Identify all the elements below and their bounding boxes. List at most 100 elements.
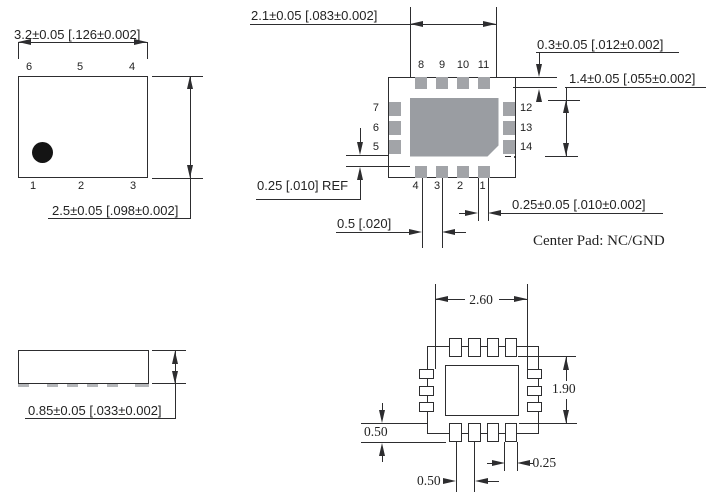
- land-pad-left: [419, 401, 434, 412]
- side-pad: [46, 383, 58, 387]
- land-pad-bottom: [468, 423, 481, 442]
- pin-label: 2: [77, 180, 85, 192]
- extension-line: [548, 99, 580, 101]
- pin-label: 1: [479, 180, 486, 192]
- dim-land-height: 1.90: [552, 381, 576, 396]
- dim-pad-pitch: 0.5 [.020]: [337, 215, 392, 231]
- dim-pad-length: 0.3±0.05 [.012±0.002]: [537, 37, 664, 52]
- land-pad-top: [449, 337, 462, 357]
- arrowhead-right-icon: [134, 39, 147, 45]
- land-pad-right: [527, 368, 542, 379]
- dim-side-height: 0.85±0.05 [.033±0.002]: [28, 402, 162, 418]
- arrowhead-left-icon: [474, 477, 488, 484]
- land-pad-top: [468, 337, 481, 357]
- land-center-pad-outline: [445, 365, 519, 416]
- dim-line: [336, 231, 410, 233]
- extension-line: [361, 423, 427, 424]
- extension-line: [474, 441, 475, 492]
- pin-label: 7: [372, 102, 379, 114]
- pin-label: 12: [520, 102, 533, 114]
- extension-line: [504, 441, 505, 471]
- arrowhead-right-icon: [409, 228, 422, 235]
- arrowhead-up-icon: [535, 88, 542, 102]
- dim-line: [499, 299, 527, 300]
- arrowhead-up-icon: [562, 356, 569, 370]
- arrowhead-right-icon: [491, 459, 505, 466]
- arrowhead-down-icon: [357, 141, 363, 155]
- extension-line: [346, 154, 388, 156]
- dim-center-pad-width: 2.1±0.05 [.083±0.002]: [251, 8, 378, 23]
- pin-label: 5: [76, 60, 84, 73]
- arrowhead-up-icon: [379, 442, 385, 456]
- arrowhead-up-icon: [563, 99, 569, 113]
- pad-13: [502, 120, 515, 135]
- arrowhead-up-icon: [187, 76, 193, 89]
- arrowhead-left-icon: [517, 459, 530, 466]
- extension-line: [487, 178, 489, 221]
- dim-land-width: 2.60: [469, 291, 493, 307]
- leader-line: [565, 87, 706, 88]
- extension-line: [152, 383, 186, 384]
- leader-line: [382, 403, 383, 410]
- arrowhead-up-icon: [171, 350, 178, 364]
- pad-14: [502, 140, 515, 154]
- arrowhead-down-icon: [171, 370, 178, 384]
- land-pad-bottom: [486, 423, 499, 442]
- dim-land-pad-width: 0.25: [532, 455, 557, 470]
- leader-line: [360, 128, 361, 142]
- pad-3: [436, 165, 448, 178]
- extension-line: [361, 441, 446, 443]
- side-body-outline: [18, 350, 149, 384]
- extension-line: [441, 178, 443, 248]
- extension-line: [421, 178, 423, 248]
- package-body-outline: [17, 76, 148, 178]
- dim-top-view-width: 3.2±0.05 [.126±0.002]: [14, 26, 141, 42]
- arrowhead-down-icon: [379, 410, 385, 423]
- arrowhead-left-icon: [442, 228, 455, 235]
- land-pad-left: [419, 385, 434, 396]
- dim-center-pad-height: 1.4±0.05 [.055±0.002]: [569, 71, 696, 86]
- pin-label: 4: [412, 180, 419, 192]
- pin1-indicator-dot: [32, 141, 53, 163]
- leader-line: [536, 52, 679, 53]
- dim-land-pitch: 0.50: [417, 472, 441, 488]
- land-pad-top: [504, 337, 517, 357]
- side-pad: [86, 383, 98, 387]
- pin-label: 11: [477, 58, 490, 71]
- pin-label: 9: [438, 58, 446, 71]
- pad-5: [388, 140, 401, 154]
- chamfer-dash: [504, 156, 511, 157]
- extension-line: [519, 422, 577, 424]
- land-pad-bottom: [449, 423, 462, 442]
- arrowhead-right-icon: [443, 477, 456, 484]
- pin-label: 6: [25, 60, 33, 73]
- leader-line: [25, 418, 175, 419]
- leader-line: [48, 218, 191, 219]
- land-pad-left: [419, 368, 434, 379]
- arrowhead-down-icon: [187, 164, 193, 178]
- pad-9: [436, 77, 448, 89]
- arrowhead-left-icon: [18, 39, 31, 45]
- land-pad-right: [527, 385, 542, 396]
- dim-line: [250, 23, 497, 25]
- dim-line: [18, 42, 147, 43]
- extension-line: [513, 87, 557, 88]
- extension-line: [517, 356, 576, 357]
- dim-line: [459, 213, 465, 214]
- pad-2: [457, 165, 469, 178]
- extension-line: [346, 166, 410, 167]
- extension-line: [526, 284, 528, 369]
- extension-line: [477, 178, 479, 221]
- arrowhead-down-icon: [535, 63, 542, 77]
- pin-label: 8: [417, 58, 425, 71]
- leader-line: [360, 180, 361, 199]
- side-pad: [66, 383, 78, 387]
- extension-line: [545, 155, 578, 157]
- arrowhead-right-icon: [513, 296, 527, 302]
- dim-line: [174, 350, 176, 419]
- leader-line: [538, 52, 540, 64]
- extension-line: [18, 42, 19, 59]
- arrowhead-right-icon: [464, 210, 478, 216]
- dim-top-view-height: 2.5±0.05 [.098±0.002]: [52, 203, 179, 218]
